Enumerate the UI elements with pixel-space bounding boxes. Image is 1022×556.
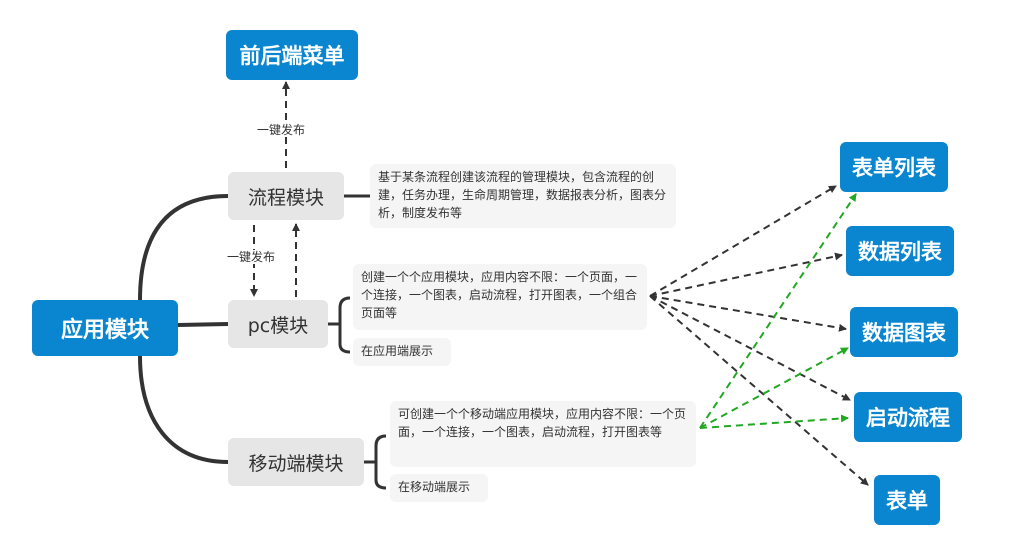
- note-pc-display: 在应用端展示: [353, 338, 451, 366]
- arrow-mobile-to-start-flow: [699, 414, 849, 429]
- target-data-chart-label: 数据图表: [862, 321, 946, 345]
- arrow-mobile-to-form-list: [699, 193, 857, 429]
- top-node-menu[interactable]: 前后端菜单: [226, 30, 358, 80]
- edge-root-mobile: [138, 355, 229, 464]
- edge-root-pc: [177, 322, 229, 327]
- root-node[interactable]: 应用模块: [32, 300, 178, 356]
- target-data-list[interactable]: 数据列表: [846, 226, 954, 276]
- branch-pc[interactable]: pc模块: [228, 300, 328, 348]
- branch-mobile-label: 移动端模块: [248, 452, 344, 475]
- arrow-pc-to-data-list: [649, 252, 843, 297]
- root-node-label: 应用模块: [60, 318, 149, 343]
- arrow-pc-to-form-list: [649, 185, 837, 297]
- note-flow-desc: 基于某条流程创建该流程的管理模块，包含流程的创建，任务办理，生命周期管理，数据报…: [370, 164, 676, 228]
- note-mobile-desc: 可创建一个个移动端应用模块，应用内容不限：一个页面，一个连接，一个图表，启动流程…: [390, 401, 696, 467]
- target-data-chart[interactable]: 数据图表: [850, 307, 958, 357]
- note-pc-desc: 创建一个个应用模块，应用内容不限：一个页面，一个连接，一个图表，启动流程，打开图…: [353, 264, 647, 330]
- edge-label-publish-top: 一键发布: [256, 123, 307, 137]
- note-mobile-desc-text: 可创建一个个移动端应用模块，应用内容不限：一个页面，一个连接，一个图表，启动流程…: [398, 407, 687, 439]
- note-mobile-display: 在移动端展示: [390, 474, 488, 502]
- arrow-pc-to-form: [649, 295, 869, 486]
- target-form[interactable]: 表单: [874, 475, 940, 525]
- note-pc-desc-text: 创建一个个应用模块，应用内容不限：一个页面，一个连接，一个图表，启动流程，打开图…: [361, 270, 638, 320]
- target-data-list-label: 数据列表: [858, 240, 942, 264]
- branch-flow-label: 流程模块: [247, 186, 324, 209]
- note-flow-desc-text: 基于某条流程创建该流程的管理模块，包含流程的创建，任务办理，生命周期管理，数据报…: [378, 170, 667, 220]
- branch-mobile[interactable]: 移动端模块: [228, 438, 364, 486]
- arrow-mobile-to-data-chart: [699, 347, 849, 429]
- edge-root-flow: [138, 194, 229, 301]
- target-form-label: 表单: [886, 489, 928, 513]
- arrow-pc-to-data-chart: [649, 295, 847, 332]
- note-mobile-display-text: 在移动端展示: [398, 480, 471, 494]
- target-start-flow-label: 启动流程: [866, 406, 950, 430]
- branch-pc-label: pc模块: [247, 314, 309, 337]
- arrow-pc-to-start-flow: [649, 295, 851, 401]
- target-form-list[interactable]: 表单列表: [840, 142, 948, 192]
- branch-flow[interactable]: 流程模块: [228, 172, 344, 220]
- edge-label-publish-mid: 一键发布: [226, 250, 277, 264]
- edge-mobile-bracket: [364, 434, 387, 490]
- target-form-list-label: 表单列表: [852, 156, 936, 180]
- edge-pc-bracket: [328, 296, 351, 354]
- note-pc-display-text: 在应用端展示: [361, 344, 434, 358]
- target-start-flow[interactable]: 启动流程: [854, 392, 962, 442]
- top-node-label: 前后端菜单: [239, 44, 345, 68]
